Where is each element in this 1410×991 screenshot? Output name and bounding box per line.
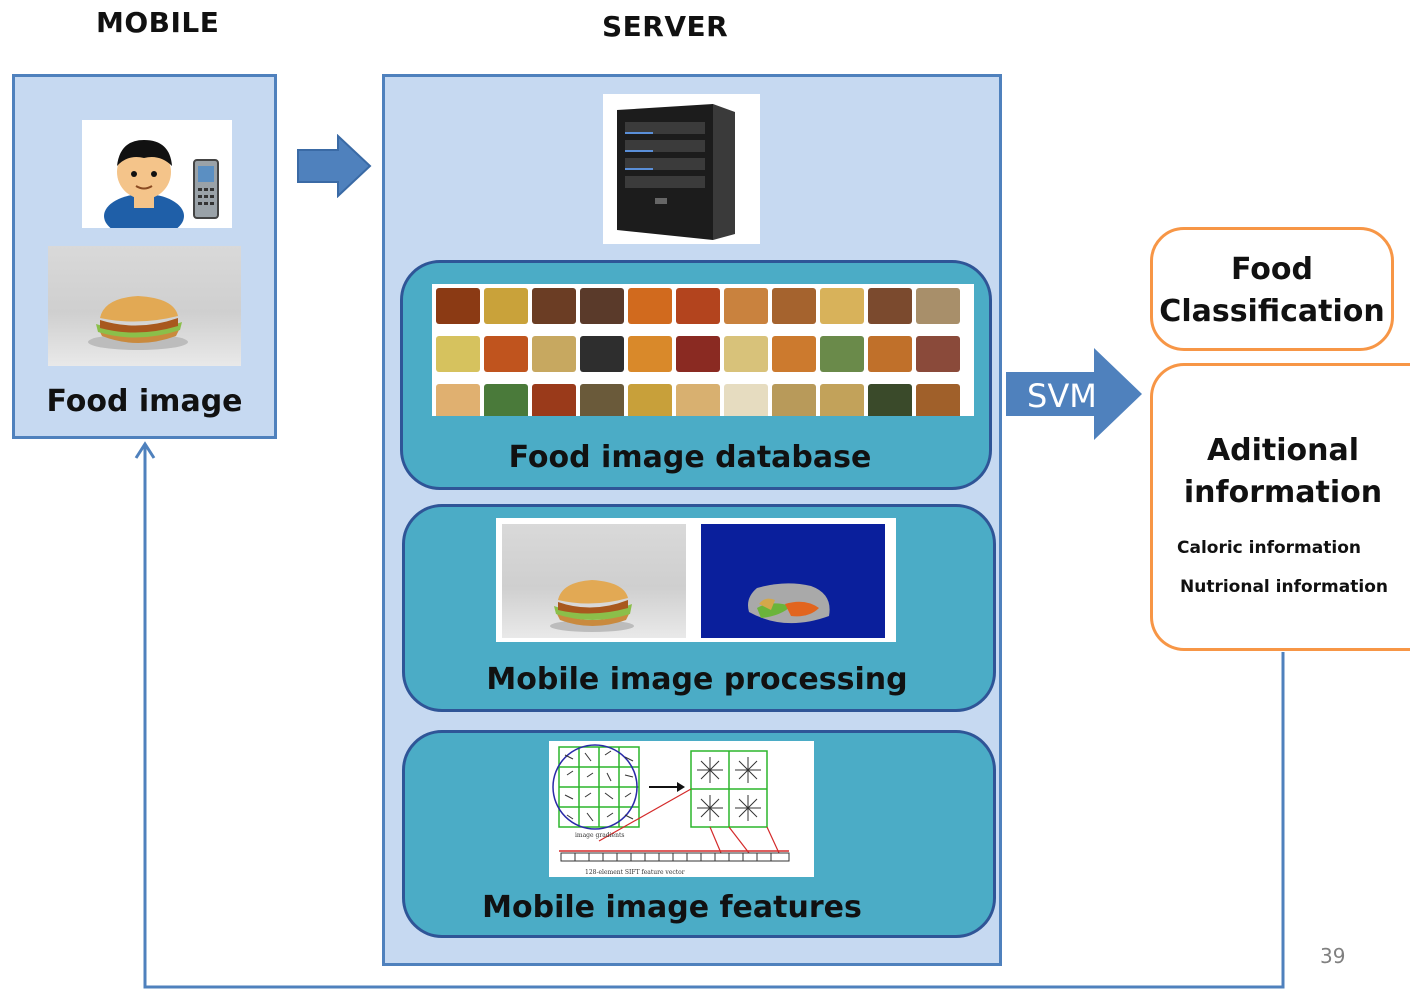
food-image-label: Food image [46,384,243,419]
caloric-information: Caloric information [1177,538,1361,558]
server-header: SERVER [602,10,729,43]
food-photo [48,246,241,366]
server-icon [603,94,760,244]
mobile-to-server-arrow [297,134,372,198]
mobile-image-processing-label: Mobile image processing [486,662,908,697]
additional-info-line2: information [1183,475,1383,510]
food-classification-line2: Classification [1159,294,1385,329]
mobile-header: MOBILE [96,6,220,39]
food-classification-box [1150,227,1394,351]
processing-segmented-photo [701,524,885,638]
sift-caption-gradients: image gradients [575,832,624,839]
sift-features-diagram: image gradients 128-element SIFT feature… [549,741,814,877]
additional-information-box [1150,363,1410,651]
mobile-image-features-label: Mobile image features [482,890,862,925]
food-database-collage [432,284,974,416]
nutrional-information: Nutrional information [1180,577,1388,597]
processing-images [496,518,896,642]
food-image-database-label: Food image database [508,440,872,475]
svm-label: SVM [1027,377,1097,415]
page-number: 39 [1320,944,1346,968]
sift-caption-vector: 128-element SIFT feature vector [585,869,685,876]
svm-arrow [1006,348,1142,440]
user-with-phone-icon [82,120,232,238]
food-classification-line1: Food [1231,252,1313,287]
processing-original-photo [502,524,686,638]
additional-info-line1: Aditional [1206,433,1360,468]
